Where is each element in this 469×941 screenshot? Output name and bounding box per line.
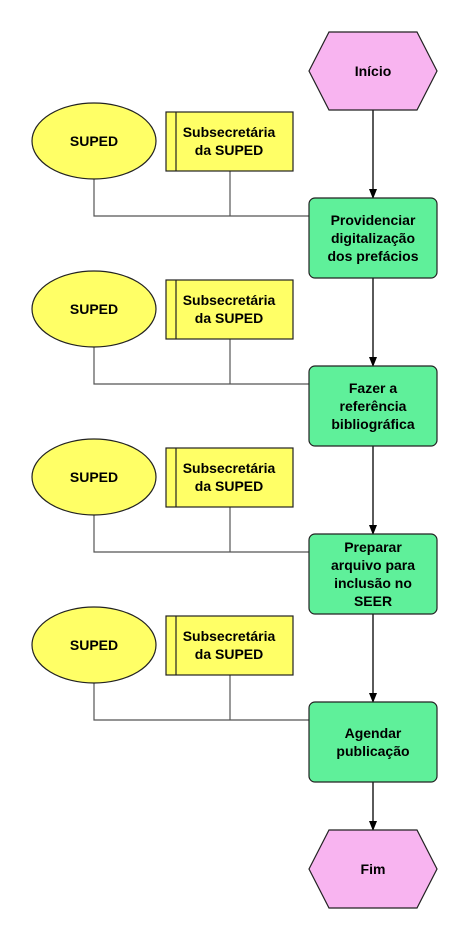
- unit-ellipse: [31, 438, 157, 516]
- role-box: [165, 447, 294, 508]
- role-label-line: da SUPED: [195, 142, 263, 158]
- start-node: [308, 31, 438, 111]
- task-box: [308, 701, 438, 783]
- unit-label: SUPED: [70, 637, 118, 653]
- task-label-line: Providenciar: [331, 212, 416, 228]
- task-label-line: Fazer a: [349, 380, 397, 396]
- unit-connector: [93, 507, 309, 553]
- role-box: [165, 279, 294, 340]
- task-box: [308, 365, 438, 447]
- end-node-label: Fim: [361, 861, 386, 877]
- role-label-line: Subsecretária: [183, 628, 276, 644]
- task-box: [308, 197, 438, 279]
- unit-ellipse: [31, 270, 157, 348]
- role-label-line: da SUPED: [195, 646, 263, 662]
- unit-ellipse: [31, 606, 157, 684]
- task-label: Agendar publicação: [336, 725, 409, 759]
- task-label-line: Preparar: [344, 539, 402, 555]
- unit-connector: [93, 675, 309, 721]
- task-label-line: Agendar: [345, 725, 402, 741]
- task-label-line: dos prefácios: [327, 248, 418, 264]
- role-label-line: da SUPED: [195, 310, 263, 326]
- task-label-line: arquivo para: [331, 557, 415, 573]
- role-box: [165, 111, 294, 172]
- task-label-line: referência: [340, 398, 407, 414]
- role-label-line: Subsecretária: [183, 292, 276, 308]
- connectors: [93, 110, 377, 831]
- task-label-line: SEER: [354, 593, 392, 609]
- role-label: Subsecretária da SUPED: [183, 628, 276, 662]
- task-label: Preparar arquivo para inclusão no SEER: [331, 539, 415, 609]
- role-box: [165, 615, 294, 676]
- unit-ellipse: [31, 102, 157, 180]
- role-label-line: da SUPED: [195, 478, 263, 494]
- end-node: [308, 829, 438, 909]
- start-node-label: Início: [355, 63, 392, 79]
- role-label-line: Subsecretária: [183, 460, 276, 476]
- task-label-line: publicação: [336, 743, 409, 759]
- task-label: Providenciar digitalização dos prefácios: [327, 212, 418, 264]
- unit-label: SUPED: [70, 469, 118, 485]
- task-label: Fazer a referência bibliográfica: [331, 380, 414, 432]
- unit-label: SUPED: [70, 301, 118, 317]
- unit-label: SUPED: [70, 133, 118, 149]
- unit-connector: [93, 339, 309, 385]
- role-label: Subsecretária da SUPED: [183, 124, 276, 158]
- role-label-line: Subsecretária: [183, 124, 276, 140]
- task-box: [308, 533, 438, 615]
- task-label-line: inclusão no: [334, 575, 412, 591]
- role-label: Subsecretária da SUPED: [183, 292, 276, 326]
- task-label-line: bibliográfica: [331, 416, 414, 432]
- task-label-line: digitalização: [331, 230, 415, 246]
- role-label: Subsecretária da SUPED: [183, 460, 276, 494]
- unit-connector: [93, 171, 309, 217]
